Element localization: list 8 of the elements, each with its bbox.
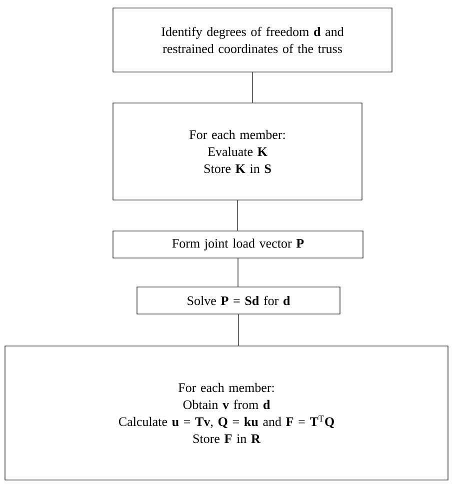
process-box: Form joint load vector P	[112, 230, 364, 258]
connector-line	[252, 72, 253, 103]
process-box: Identify degrees of freedom d and restrained coordinates of the truss	[112, 8, 392, 72]
process-box: For each member: Evaluate K Store K in S	[112, 102, 362, 200]
process-box: Solve P = Sd for d	[136, 286, 340, 314]
connector-line	[238, 314, 239, 346]
connector-line	[237, 200, 238, 231]
process-box: For each member: Obtain v from d Calculate u = Tv, Q = ku and F = T$^{T}$Q Store F in R	[4, 346, 448, 480]
